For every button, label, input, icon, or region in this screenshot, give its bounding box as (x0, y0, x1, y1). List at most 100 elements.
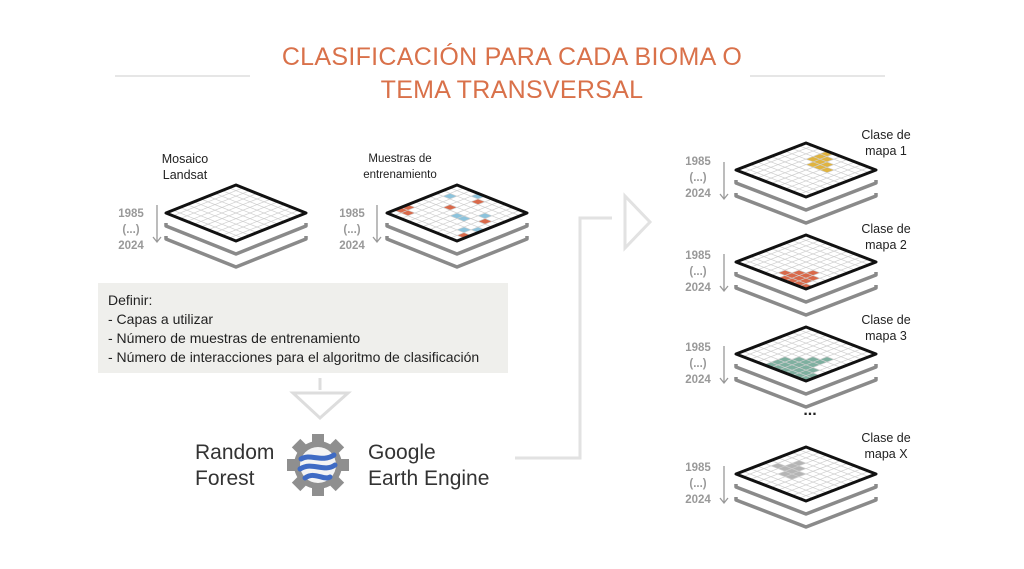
label-line: mapa 1 (865, 144, 907, 158)
class-cell (820, 167, 834, 173)
label-line: mapa 2 (865, 238, 907, 252)
year-end: 2024 (339, 240, 365, 252)
grid-line (777, 250, 849, 279)
layer-border (734, 445, 878, 503)
year-start: 1985 (685, 342, 711, 354)
layer-outline (734, 272, 878, 304)
label-line: mapa 3 (865, 329, 907, 343)
grid-line (784, 454, 856, 483)
year-start: 1985 (685, 462, 711, 474)
year-start: 1985 (339, 208, 365, 220)
grid-line (784, 465, 856, 494)
grid-line (428, 201, 500, 231)
grid-line (798, 350, 870, 379)
grid-line (221, 207, 293, 236)
time-arrow-icon (152, 205, 162, 244)
label-line: Clase de (861, 431, 911, 445)
class-cell (471, 227, 485, 233)
grid-line (791, 468, 863, 496)
layer-border (164, 183, 308, 243)
ellipsis: ... (803, 402, 817, 419)
year-end: 2024 (118, 240, 144, 252)
grid-line (770, 156, 842, 184)
title-rule-left (115, 75, 250, 77)
layer-outline (734, 377, 878, 409)
layer-outline (164, 236, 308, 269)
year-range: 1985(...)2024 (113, 206, 149, 254)
year-mid: (...) (689, 358, 707, 370)
year-mid: (...) (689, 172, 707, 184)
grid-line (221, 190, 293, 219)
mosaico-stack (152, 183, 308, 269)
define-heading: Definir: (108, 292, 153, 308)
grid-line (791, 348, 863, 376)
grid-line (435, 193, 507, 222)
grid-line (777, 337, 849, 366)
class-cell (394, 207, 408, 213)
grid-line (798, 166, 870, 195)
layer-outline (734, 364, 878, 396)
time-arrow-icon (719, 254, 729, 293)
grid-line (784, 161, 856, 190)
grid-line (784, 345, 856, 374)
class-cell (471, 199, 485, 205)
label-line: mapa X (864, 447, 908, 461)
label-line: Google (368, 441, 436, 464)
class-cell (457, 227, 471, 233)
layer-border (734, 141, 878, 199)
grid-line (449, 187, 521, 217)
grid-line (421, 198, 493, 228)
year-mid: (...) (689, 478, 707, 490)
grid-line (214, 193, 286, 222)
grid-line (798, 258, 870, 287)
grid-line (784, 242, 856, 271)
grid-line (791, 240, 863, 268)
grid-line (784, 150, 856, 179)
year-range: 1985(...)2024 (680, 154, 716, 202)
year-mid: (...) (343, 224, 361, 236)
grid-line (228, 209, 300, 239)
define-box: Definir: - Capas a utilizar - Número de … (98, 283, 508, 373)
right-arrow-icon (623, 192, 653, 252)
output-stack-3 (719, 325, 878, 409)
year-mid: (...) (689, 266, 707, 278)
muestras-stack (372, 183, 529, 269)
grid-line (777, 153, 849, 182)
class-cell (443, 193, 457, 199)
grid-line (784, 253, 856, 282)
grid-line (435, 204, 507, 233)
label-line: Earth Engine (368, 467, 490, 490)
layer-outline (385, 236, 529, 269)
grid-line (207, 195, 279, 225)
grid-line (770, 460, 842, 488)
define-item: - Número de interacciones para el algori… (108, 349, 480, 365)
layer-outline (734, 180, 878, 212)
define-item: - Número de muestras de entrenamiento (108, 330, 361, 346)
year-start: 1985 (118, 208, 144, 220)
define-item: - Capas a utilizar (108, 311, 214, 327)
year-range: 1985(...)2024 (680, 248, 716, 296)
year-range: 1985 (...) 2024 (334, 206, 370, 254)
year-start: 1985 (685, 250, 711, 262)
class-cell (478, 213, 492, 219)
grid-line (798, 237, 870, 266)
output-stack-x (719, 445, 878, 529)
layer-outline (734, 285, 878, 317)
label-line: Random (195, 441, 275, 464)
grid-line (791, 148, 863, 176)
grid-line (214, 204, 286, 233)
year-start: 1985 (685, 156, 711, 168)
grid-line (428, 195, 500, 225)
class-cell (450, 213, 464, 219)
grid-line (777, 245, 849, 274)
layer-outline (385, 223, 529, 256)
label-line: Mosaico (161, 152, 209, 166)
title-line-2: TEMA TRANSVERSAL (380, 76, 644, 104)
